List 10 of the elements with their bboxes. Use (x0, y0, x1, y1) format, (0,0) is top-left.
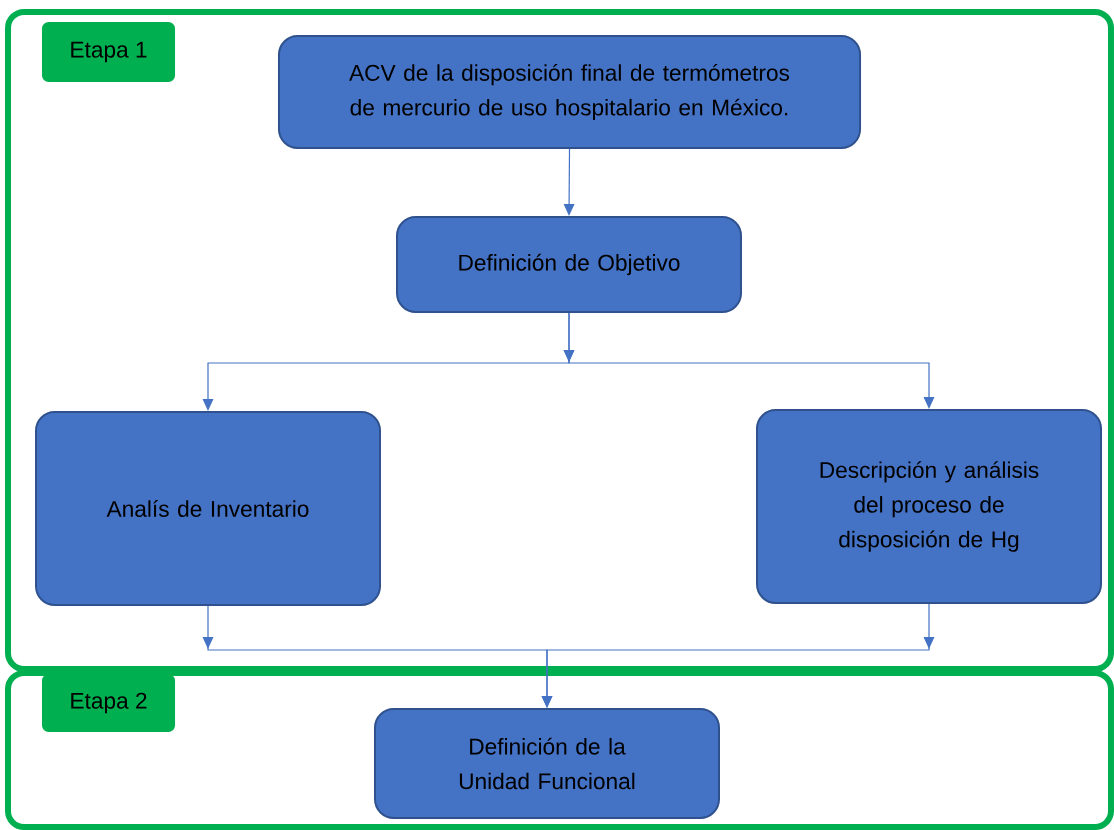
stage-tab: Etapa 1 (41, 22, 176, 82)
stage-tab: Etapa 2 (41, 674, 176, 732)
process-box: Analís de Inventario (35, 410, 381, 607)
process-box: Descripción y análisis del proceso de disposición de Hg (756, 408, 1102, 605)
arrow (563, 312, 935, 409)
process-box: Definición de Objetivo (396, 216, 742, 313)
process-box: Definición de la Unidad Funcional (374, 707, 720, 820)
arrow (563, 148, 575, 216)
process-box: ACV de la disposición final de termómetros de mercurio de uso hospitalario en México. (277, 35, 862, 149)
arrow (541, 603, 935, 708)
